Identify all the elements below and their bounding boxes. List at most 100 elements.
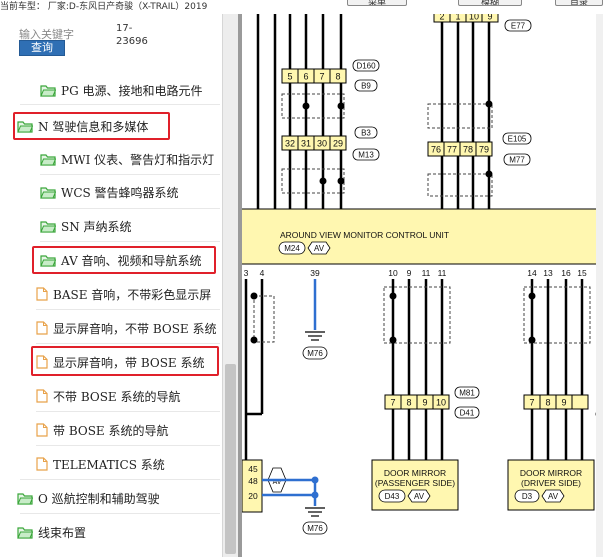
search-input[interactable]: 输入关键字 (19, 28, 74, 41)
folder-open-icon (17, 526, 33, 539)
pin-label: 10 (388, 268, 398, 278)
document-icon (36, 287, 48, 301)
pin-label: 76 (431, 145, 441, 155)
tree-item-n[interactable]: N 驾驶信息和多媒体 (17, 115, 148, 137)
pin-label: 7 (390, 398, 395, 408)
tree-item-label: AV 音响、视频和导航系统 (61, 253, 202, 268)
diagram-scrollbar[interactable] (596, 14, 603, 557)
pin-label: 9 (422, 398, 427, 408)
divider (20, 104, 220, 105)
tree-item-wcs[interactable]: WCS 警告蜂鸣器系统 (40, 181, 179, 203)
pin-label: 20 (248, 491, 258, 501)
pin-label: 10 (469, 14, 479, 22)
document-icon (36, 457, 48, 471)
av-badge: AV (414, 492, 425, 501)
catalog-button[interactable]: 目录 (555, 0, 603, 6)
divider (36, 445, 220, 446)
connector-label-m13: M13 (358, 151, 374, 160)
menu-button[interactable]: 菜单 (347, 0, 407, 6)
tree-item-label: MWI 仪表、警告灯和指示灯 (61, 152, 215, 167)
pin-label: 79 (479, 145, 489, 155)
document-icon (36, 321, 48, 335)
query-button[interactable]: 查询 (19, 40, 65, 56)
pin-label: 2 (439, 14, 444, 22)
folder-open-icon (40, 254, 56, 267)
folder-open-icon (17, 492, 33, 505)
connector-label-m76: M76 (307, 349, 323, 358)
folder-open-icon (40, 153, 56, 166)
pin-label: 11 (438, 268, 447, 278)
pin-label: 11 (422, 268, 431, 278)
tree-item-base[interactable]: BASE 音响，不带彩色显示屏 (36, 283, 211, 305)
mirror-subtitle: (PASSENGER SIDE) (375, 478, 455, 488)
tree-item-display-bose[interactable]: 显示屏音响，带 BOSE 系统 (36, 351, 205, 373)
connector-label-b9: B9 (361, 82, 371, 91)
document-icon (36, 423, 48, 437)
navigation-panel: 输入关键字 17-23696 查询 PG 电源、接地和电路元件 N 驾驶信息和多… (0, 14, 238, 557)
tree-item-label: 带 BOSE 系统的导航 (53, 423, 169, 438)
pin-label: 16 (561, 268, 571, 278)
mirror-title: DOOR MIRROR (520, 468, 582, 478)
highlight-box (13, 112, 170, 140)
connector-m13-pins: 32 31 30 29 (281, 135, 347, 151)
divider (20, 479, 220, 480)
connector-label-d43: D43 (385, 492, 400, 501)
pin-label: 39 (310, 268, 320, 278)
left-unit-block: 45 48 20 AV (242, 459, 287, 513)
pin-label: 77 (447, 145, 457, 155)
connector-label-e77: E77 (511, 22, 526, 31)
pin-label: 48 (248, 476, 258, 486)
tree-item-o[interactable]: O 巡航控制和辅助驾驶 (17, 487, 160, 509)
tree-item-display-no-bose[interactable]: 显示屏音响，不带 BOSE 系统 (36, 317, 217, 339)
pin-label: 9 (407, 268, 412, 278)
tree-scrollbar[interactable] (222, 14, 238, 557)
pin-label: 4 (260, 268, 265, 278)
divider (40, 174, 220, 175)
pin-label: 9 (561, 398, 566, 408)
pin-label: 45 (248, 464, 258, 474)
tree-item-av[interactable]: AV 音响、视频和导航系统 (40, 249, 202, 271)
tree-item-label: SN 声纳系统 (61, 219, 132, 234)
pin-label: 7 (319, 72, 324, 82)
connector-label-d41: D41 (460, 409, 475, 418)
av-badge: AV (273, 479, 282, 486)
blur-button[interactable]: 模糊 (458, 0, 522, 6)
connector-label-b3: B3 (361, 129, 371, 138)
tree-item-nav-no-bose[interactable]: 不带 BOSE 系统的导航 (36, 385, 181, 407)
pin-label: 3 (244, 268, 249, 278)
tree-item-label: BASE 音响，不带彩色显示屏 (53, 287, 212, 302)
pin-label: 5 (287, 72, 292, 82)
mirror-subtitle: (DRIVER SIDE) (521, 478, 581, 488)
tree-item-harness[interactable]: 线束布置 (17, 521, 86, 543)
divider (20, 513, 220, 514)
wiring-diagram-svg: 5 6 7 8 D160 B9 32 31 30 29 B3 M13 (242, 14, 603, 535)
pin-label: 6 (303, 72, 308, 82)
connector-m77-pins: 76 77 78 79 (427, 141, 493, 157)
tree-item-label: PG 电源、接地和电路元件 (61, 83, 203, 98)
tree-item-sn[interactable]: SN 声纳系统 (40, 215, 132, 237)
scrollbar-thumb[interactable] (225, 364, 236, 554)
document-icon (36, 355, 48, 369)
pin-label: 1 (455, 14, 460, 22)
pin-label: 78 (463, 145, 473, 155)
top-bar: 当前车型： 厂家:D-东风日产奇骏（X-TRAIL）2019 菜单 模糊 目录 (0, 0, 603, 14)
document-icon (36, 389, 48, 403)
pin-label: 29 (333, 139, 343, 149)
pin-label: 7 (529, 398, 534, 408)
pin-label: 8 (406, 398, 411, 408)
panel-splitter[interactable] (238, 14, 242, 557)
pin-label: 30 (317, 139, 327, 149)
tree-item-telematics[interactable]: TELEMATICS 系统 (36, 453, 165, 475)
folder-open-icon (40, 220, 56, 233)
connector-d160-pins: 5 6 7 8 (281, 68, 347, 84)
tree-item-mwi[interactable]: MWI 仪表、警告灯和指示灯 (40, 148, 214, 170)
highlight-box (31, 346, 219, 376)
control-unit-title: AROUND VIEW MONITOR CONTROL UNIT (280, 230, 449, 240)
tree-item-label: O 巡航控制和辅助驾驶 (38, 491, 160, 506)
tree-item-pg[interactable]: PG 电源、接地和电路元件 (40, 79, 202, 101)
tree-item-label: 不带 BOSE 系统的导航 (53, 389, 181, 404)
tree-item-nav-bose[interactable]: 带 BOSE 系统的导航 (36, 419, 169, 441)
pin-label: 32 (285, 139, 295, 149)
connector-label-m81: M81 (459, 389, 475, 398)
divider (36, 309, 220, 310)
